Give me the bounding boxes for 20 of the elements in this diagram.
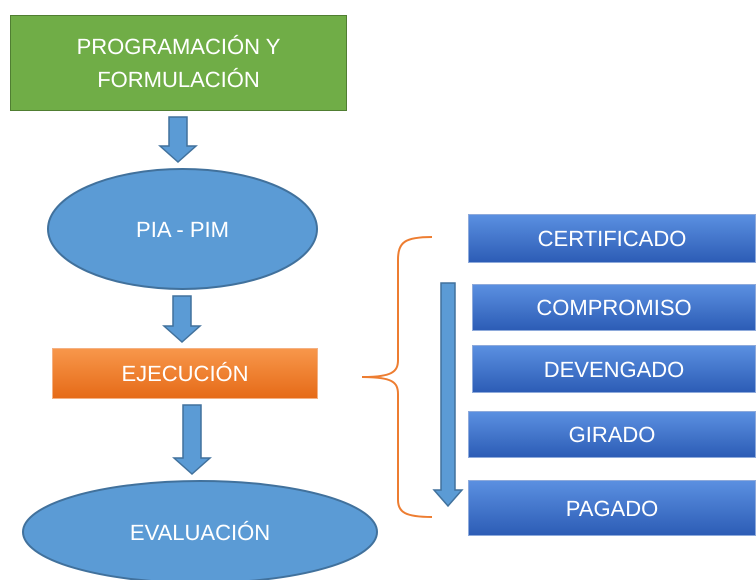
node-label: DEVENGADO [544,356,684,384]
node-label: CERTIFICADO [538,225,686,253]
stage-box [468,214,756,263]
stage-box [472,284,756,331]
process-box [52,348,318,399]
block-arrow [172,404,212,475]
node-label: EVALUACIÓN [130,518,270,546]
node-label: PIA - PIM [136,216,229,244]
node-label: PROGRAMACIÓN Y FORMULACIÓN [76,33,282,94]
process-box [10,15,347,111]
ellipse-node [47,168,318,290]
stage-box [472,345,756,393]
block-arrow [162,295,202,343]
stage-box [468,411,756,458]
node-label: PAGADO [566,494,658,522]
node-label: GIRADO [568,421,656,449]
node-label: EJECUCIÓN [121,360,249,388]
block-arrow [158,116,198,163]
node-label: COMPROMISO [536,294,692,322]
stage-box [468,480,756,536]
